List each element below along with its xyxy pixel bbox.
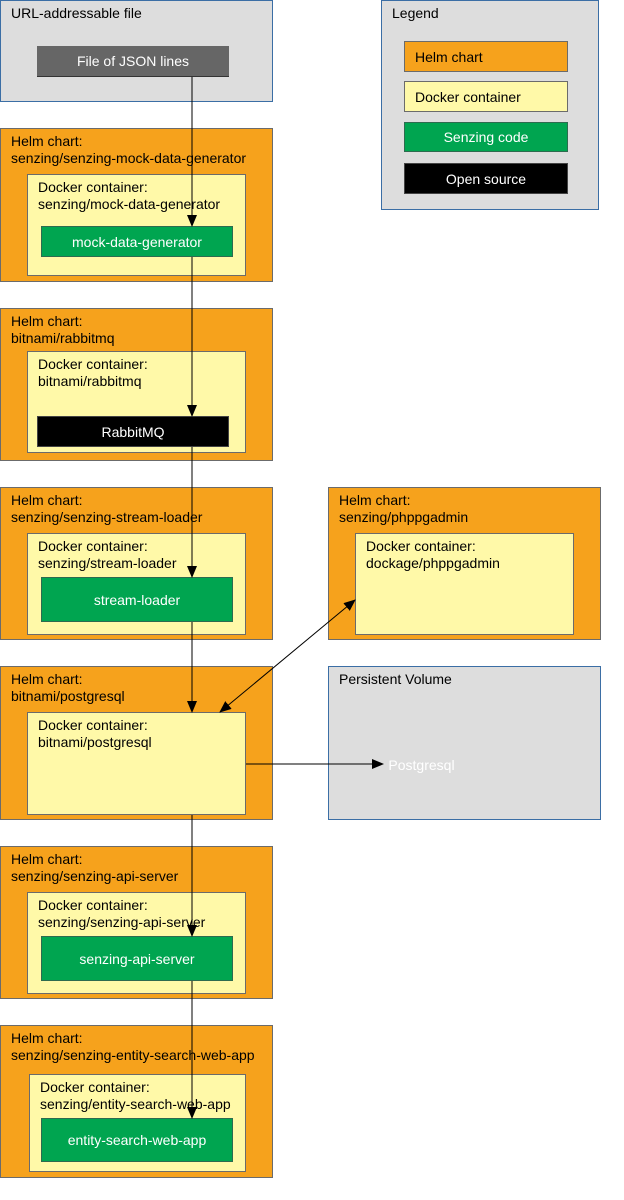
- legend-open-source-label: Open source: [445, 170, 527, 187]
- legend-docker-container-label: Docker container: [415, 88, 521, 105]
- helm-chart-postgresql-title: Helm chart: bitnami/postgresql: [11, 671, 125, 704]
- senzing-api-server-label: senzing-api-server: [79, 950, 195, 967]
- entity-search-web-app-label: entity-search-web-app: [67, 1132, 207, 1148]
- docker-container-postgresql-title: Docker container: bitnami/postgresql: [38, 717, 152, 750]
- docker-container-rabbitmq-title: Docker container: bitnami/rabbitmq: [38, 356, 148, 389]
- helm-chart-api-server-title: Helm chart: senzing/senzing-api-server: [11, 851, 179, 884]
- url-file-title: URL-addressable file: [11, 5, 142, 21]
- mock-data-generator-label: mock-data-generator: [72, 233, 202, 250]
- docker-container-mock-data-generator: Docker container: senzing/mock-data-gene…: [27, 174, 246, 276]
- mock-data-generator-node[interactable]: mock-data-generator: [41, 226, 233, 257]
- stream-loader-node[interactable]: stream-loader: [41, 577, 233, 622]
- docker-container-api-server-title: Docker container: senzing/senzing-api-se…: [38, 897, 206, 930]
- stream-loader-label: stream-loader: [93, 591, 181, 608]
- legend-senzing-code: Senzing code: [404, 122, 568, 152]
- rabbitmq-node[interactable]: RabbitMQ: [37, 416, 229, 447]
- legend-docker-container: Docker container: [404, 81, 568, 112]
- legend-helm-chart-label: Helm chart: [415, 48, 483, 65]
- legend-open-source: Open source: [404, 163, 568, 194]
- helm-chart-stream-loader-title: Helm chart: senzing/senzing-stream-loade…: [11, 492, 203, 525]
- json-lines-file-node[interactable]: File of JSON lines: [37, 46, 229, 77]
- docker-container-mock-title: Docker container: senzing/mock-data-gene…: [38, 179, 221, 212]
- postgresql-database-label: Postgresql: [388, 757, 455, 773]
- legend-title: Legend: [392, 5, 439, 21]
- persistent-volume-group: Persistent Volume: [328, 666, 601, 820]
- docker-container-phppgadmin[interactable]: Docker container: dockage/phppgadmin: [355, 533, 574, 635]
- senzing-api-server-node[interactable]: senzing-api-server: [41, 936, 233, 981]
- json-lines-file-label: File of JSON lines: [76, 53, 190, 69]
- entity-search-web-app-node[interactable]: entity-search-web-app: [41, 1118, 233, 1162]
- persistent-volume-title: Persistent Volume: [339, 671, 452, 687]
- docker-container-phppgadmin-title: Docker container: dockage/phppgadmin: [366, 538, 500, 571]
- helm-chart-rabbitmq-title: Helm chart: bitnami/rabbitmq: [11, 313, 115, 346]
- helm-chart-phppgadmin-title: Helm chart: senzing/phppgadmin: [339, 492, 469, 525]
- legend-helm-chart: Helm chart: [404, 41, 568, 72]
- legend-senzing-code-label: Senzing code: [443, 129, 529, 145]
- helm-chart-mock-title: Helm chart: senzing/senzing-mock-data-ge…: [11, 133, 247, 166]
- helm-chart-web-app-title: Helm chart: senzing/senzing-entity-searc…: [11, 1030, 255, 1063]
- docker-container-web-app-title: Docker container: senzing/entity-search-…: [40, 1079, 231, 1112]
- rabbitmq-label: RabbitMQ: [101, 423, 165, 440]
- docker-container-stream-loader-title: Docker container: senzing/stream-loader: [38, 538, 177, 571]
- docker-container-postgresql[interactable]: Docker container: bitnami/postgresql: [27, 712, 246, 815]
